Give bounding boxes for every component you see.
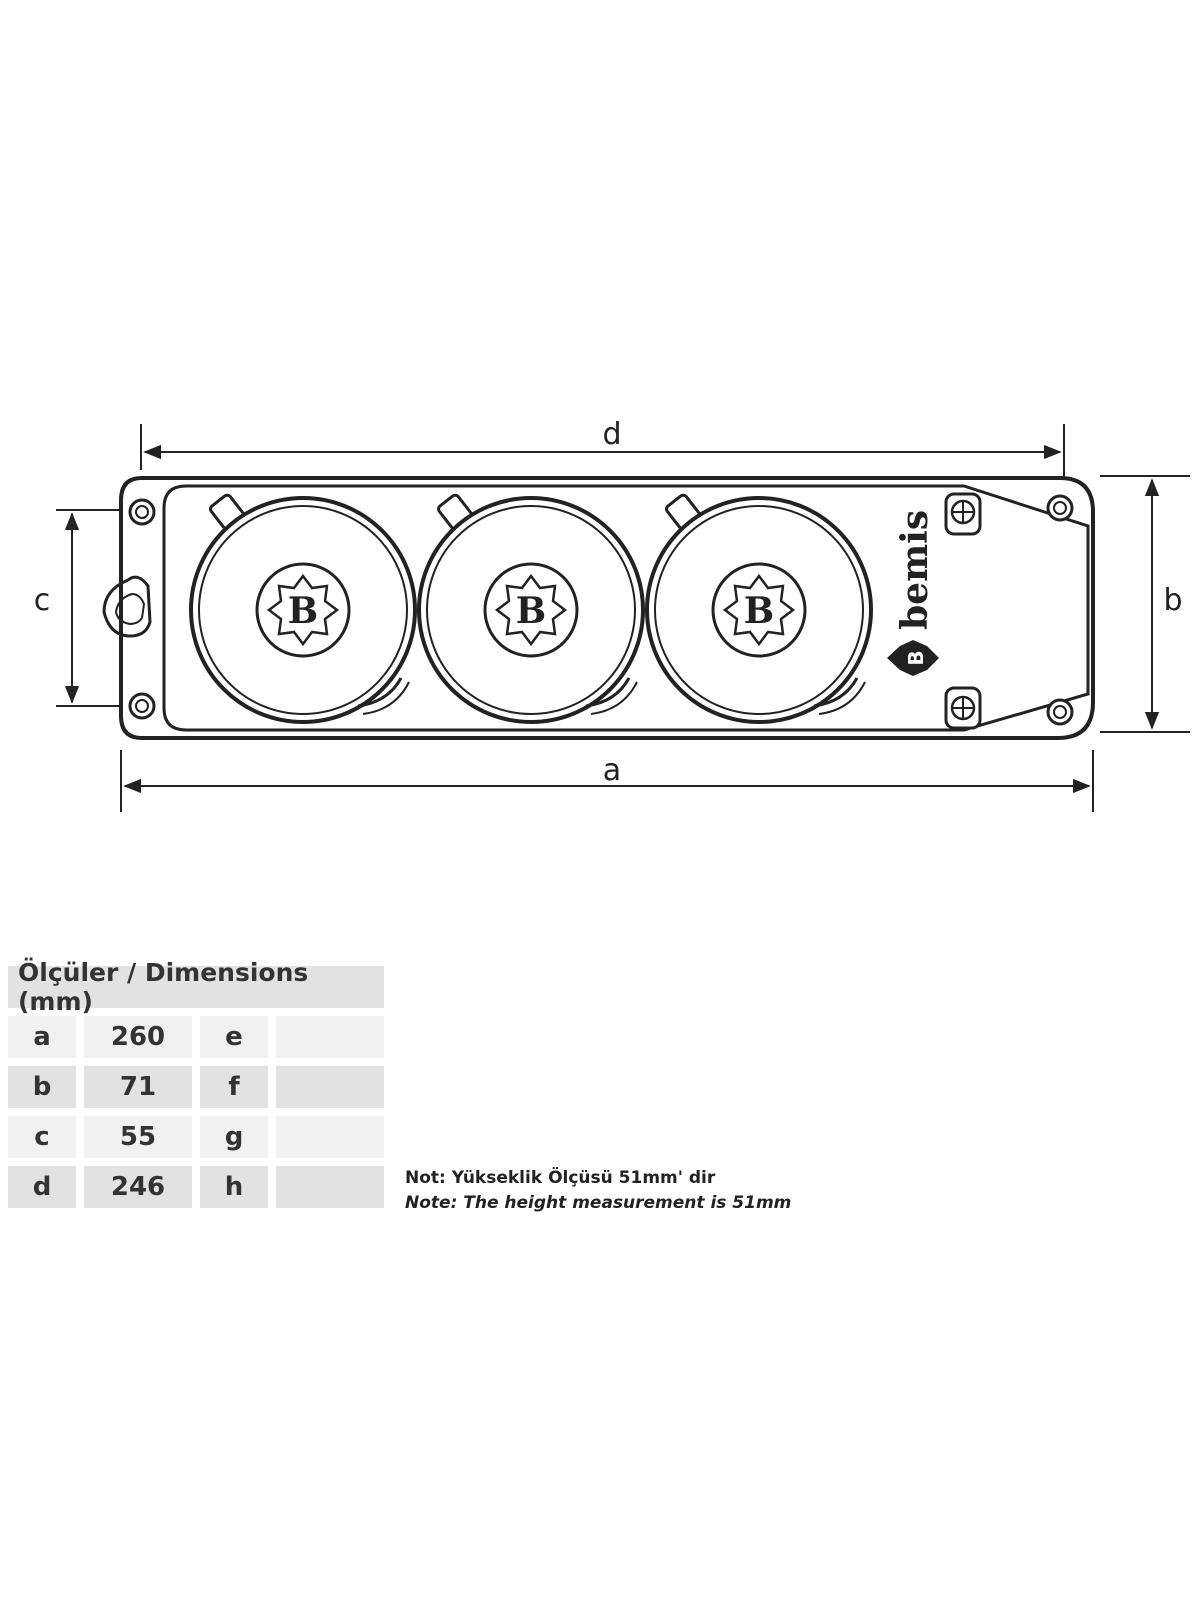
socket-logo-mark: B xyxy=(288,590,318,632)
table-cell-key: c xyxy=(8,1116,76,1158)
socket-1: B xyxy=(189,491,417,724)
brand-name: bemis xyxy=(894,510,936,630)
height-note-en: Note: The height measurement is 51mm xyxy=(405,1193,792,1213)
table-cell-key: h xyxy=(200,1166,268,1208)
table-cell-key: a xyxy=(8,1016,76,1058)
table-cell-key: f xyxy=(200,1066,268,1108)
screw-icon xyxy=(128,498,156,526)
label-a: a xyxy=(603,753,621,788)
height-note: Not: Yükseklik Ölçüsü 51mm' dir Note: Th… xyxy=(405,1166,791,1216)
table-cell-value: 71 xyxy=(84,1066,192,1108)
table-cell-value xyxy=(276,1016,384,1058)
dimension-d xyxy=(140,424,1065,478)
label-c: c xyxy=(34,583,51,618)
brand-logo: B bemis xyxy=(887,510,939,676)
table-cell-value xyxy=(276,1166,384,1208)
socket-2: B xyxy=(417,491,645,724)
table-cell-key: b xyxy=(8,1066,76,1108)
product-dimension-drawing: B B B B bemis d a b c xyxy=(34,417,1190,812)
table-cell-value: 55 xyxy=(84,1116,192,1158)
label-d: d xyxy=(602,417,621,452)
socket-3: B xyxy=(645,491,873,724)
socket-logo-mark: B xyxy=(744,590,774,632)
table-cell-key: g xyxy=(200,1116,268,1158)
label-b: b xyxy=(1163,583,1182,618)
dimensions-table-header: Ölçüler / Dimensions (mm) xyxy=(8,958,384,1016)
dimensions-table: Ölçüler / Dimensions (mm) a 260 e b 71 f… xyxy=(8,958,384,1208)
table-cell-key: e xyxy=(200,1016,268,1058)
dimension-a xyxy=(120,750,1094,812)
table-cell-value: 246 xyxy=(84,1166,192,1208)
table-cell-key: d xyxy=(8,1166,76,1208)
height-note-tr: Not: Yükseklik Ölçüsü 51mm' dir xyxy=(405,1168,716,1188)
brand-mark-letter: B xyxy=(904,650,928,665)
screw-icon xyxy=(1046,698,1074,726)
table-cell-value xyxy=(276,1066,384,1108)
socket-logo-mark: B xyxy=(516,590,546,632)
table-cell-value: 260 xyxy=(84,1016,192,1058)
dimension-b xyxy=(1100,475,1190,733)
brand-mark-icon xyxy=(887,640,939,676)
screw-icon xyxy=(1046,494,1074,522)
screw-icon xyxy=(128,692,156,720)
table-cell-value xyxy=(276,1116,384,1158)
